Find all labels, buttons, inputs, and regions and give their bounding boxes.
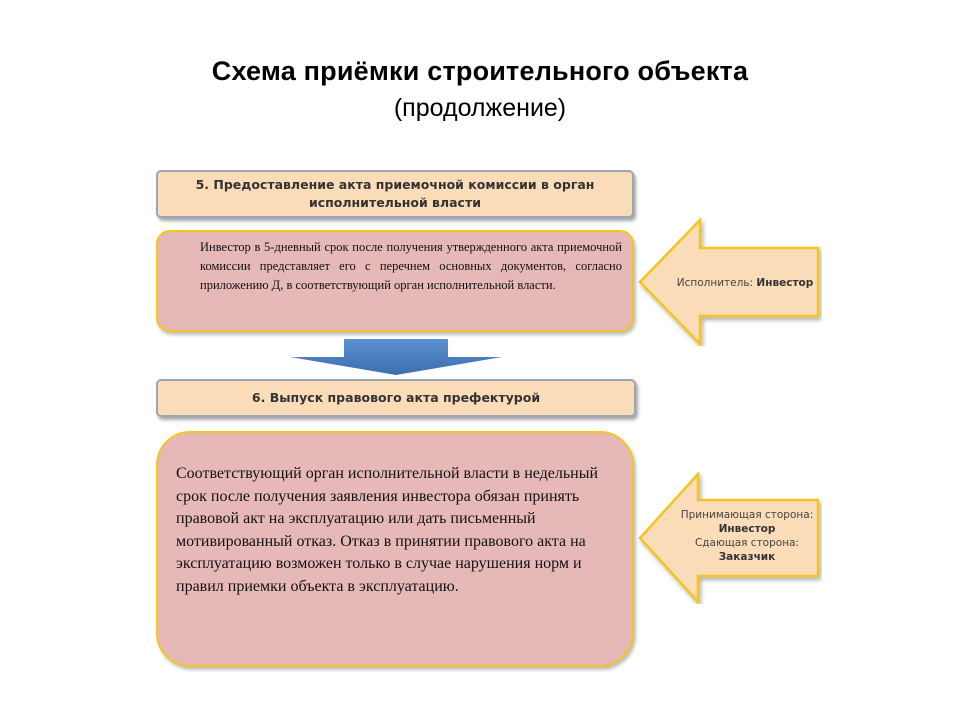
executor-arrow-icon <box>638 218 820 346</box>
parties-label-block: Принимающая сторона: Инвестор Сдающая ст… <box>672 508 822 564</box>
page-title: Схема приёмки строительного объекта <box>211 56 749 86</box>
step-5-box: 5. Предоставление акта приемочной комисс… <box>156 170 634 218</box>
executor-value: Инвестор <box>756 277 814 289</box>
parties-arrow-icon <box>638 472 820 604</box>
step-6-label: 6. Выпуск правового акта префектурой <box>251 389 541 405</box>
step-5-description-box: Инвестор в 5-дневный срок после получени… <box>156 230 634 332</box>
down-arrow-icon <box>290 339 502 375</box>
executor-label-block: Исполнитель: Инвестор <box>670 276 820 290</box>
step-6-description-box: Соответствующий орган исполнительной вла… <box>156 431 634 667</box>
executor-label: Исполнитель: <box>676 277 754 289</box>
handing-party-value: Заказчик <box>718 551 776 563</box>
step-6-box: 6. Выпуск правового акта префектурой <box>156 379 636 417</box>
step-6-description: Соответствующий орган исполнительной вла… <box>176 465 599 595</box>
page-subtitle: (продолжение) <box>393 94 567 122</box>
handing-party-label: Сдающая сторона: <box>694 537 800 549</box>
receiving-party-value: Инвестор <box>718 523 776 535</box>
step-5-description: Инвестор в 5-дневный срок после получени… <box>200 240 622 292</box>
step-5-label: 5. Предоставление акта приемочной комисс… <box>195 176 595 210</box>
receiving-party-label: Принимающая сторона: <box>680 509 814 521</box>
